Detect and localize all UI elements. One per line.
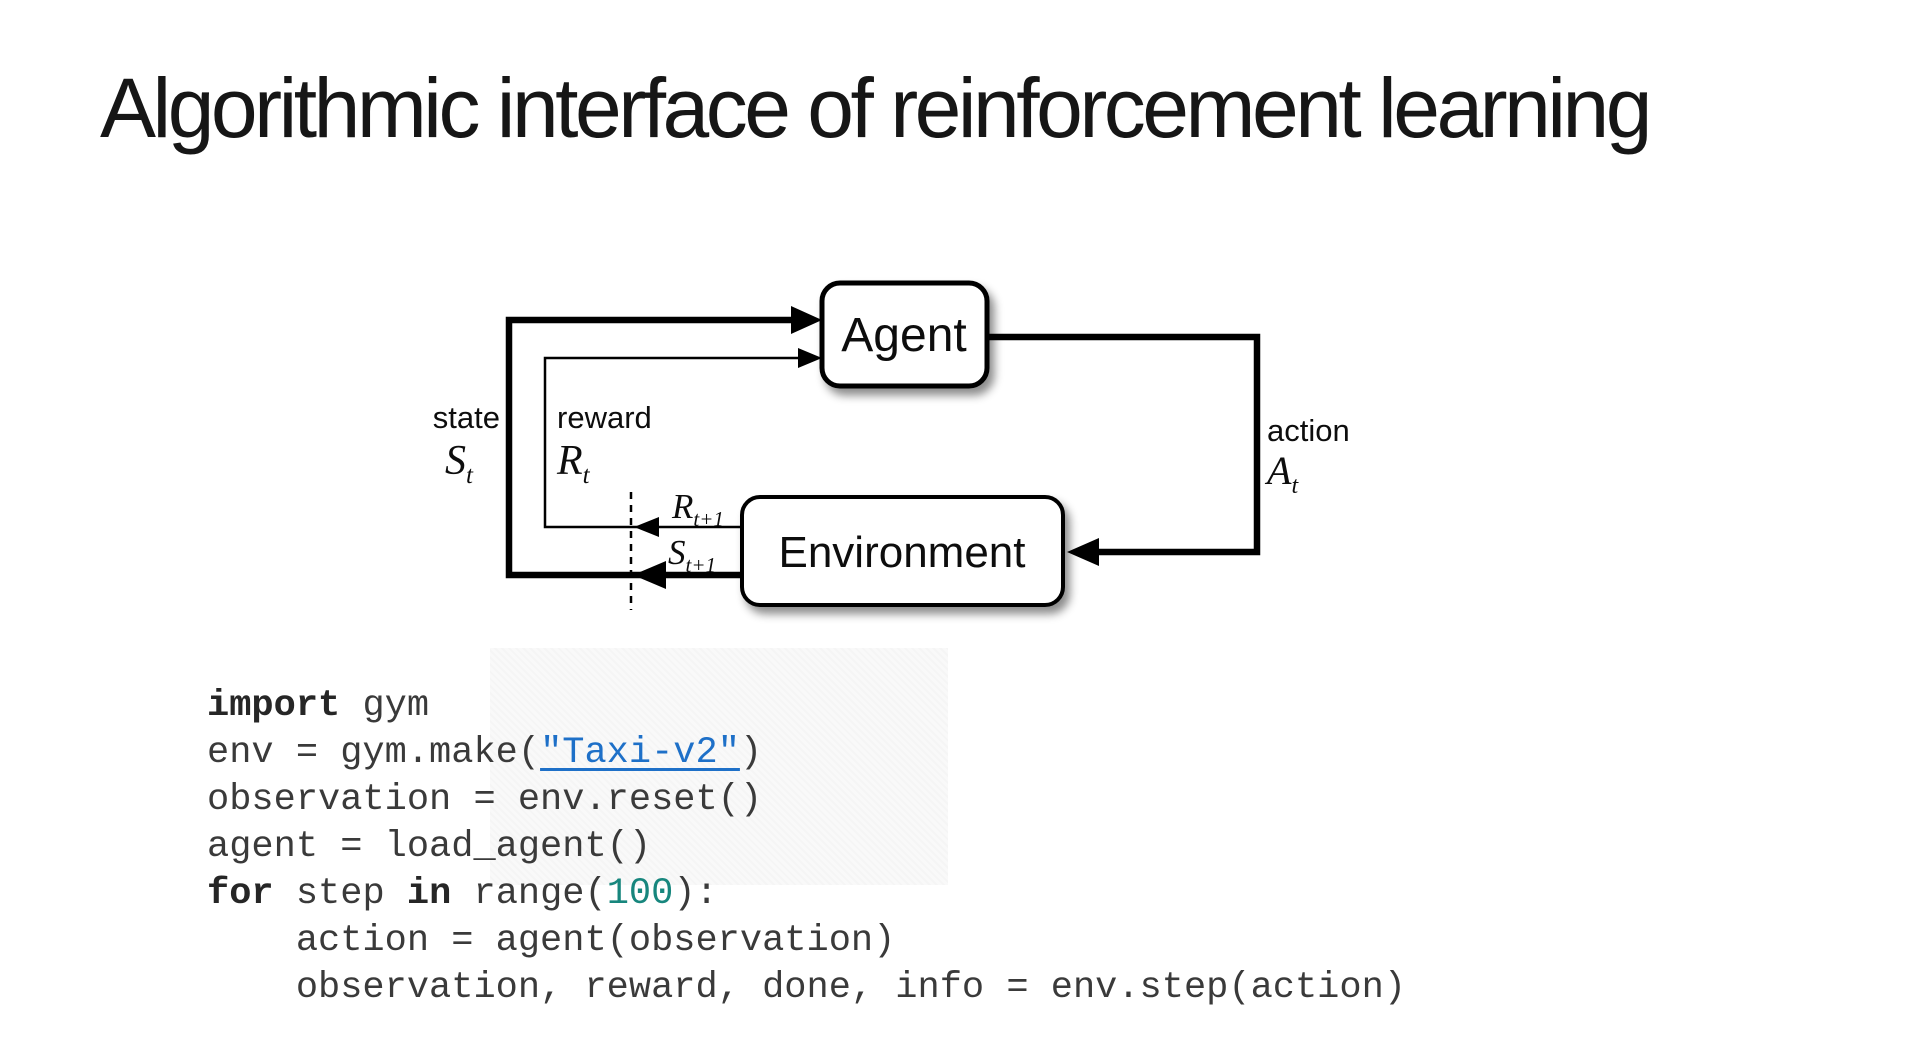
reward-label: reward bbox=[557, 400, 652, 435]
next-state-arrowhead-icon bbox=[633, 561, 666, 589]
environment-box-label: Environment bbox=[778, 528, 1025, 577]
code-token: env = gym.make( bbox=[207, 732, 541, 774]
next-reward-symbol: Rt+1 bbox=[671, 487, 724, 531]
state-arrowhead-into-agent-icon bbox=[791, 306, 822, 334]
code-line: observation = env.reset() bbox=[207, 777, 1406, 824]
code-token: ): bbox=[673, 873, 718, 915]
code-token: gym bbox=[340, 685, 430, 727]
reward-symbol-base: R bbox=[556, 438, 583, 484]
code-token: 100 bbox=[606, 873, 674, 915]
state-loop-line bbox=[505, 316, 796, 579]
action-symbol: At bbox=[1264, 448, 1299, 499]
agent-box bbox=[819, 280, 990, 389]
code-token: observation, reward, done, info = env.st… bbox=[207, 967, 1406, 1009]
state-symbol-base: S bbox=[445, 438, 466, 484]
reward-symbol: Rt bbox=[556, 438, 591, 489]
agent-box-label: Agent bbox=[841, 309, 966, 362]
code-token: action = agent(observation) bbox=[207, 920, 896, 962]
code-line: agent = load_agent() bbox=[207, 824, 1406, 871]
paste-artifact-background bbox=[490, 648, 948, 885]
state-label: state bbox=[433, 400, 500, 435]
code-token: agent = load_agent() bbox=[207, 826, 652, 868]
action-arrowhead-into-environment-icon bbox=[1067, 538, 1099, 566]
environment-box bbox=[740, 495, 1065, 607]
state-symbol: St bbox=[445, 438, 474, 489]
code-token: ) bbox=[739, 732, 763, 774]
code-line: action = agent(observation) bbox=[207, 918, 1406, 965]
action-symbol-base: A bbox=[1264, 448, 1292, 493]
code-token: observation = env.reset() bbox=[207, 779, 763, 821]
code-token: in bbox=[406, 873, 452, 915]
slide-title: Algorithmic interface of reinforcement l… bbox=[100, 61, 1652, 155]
action-symbol-sub: t bbox=[1291, 473, 1299, 499]
state-symbol-sub: t bbox=[466, 462, 474, 489]
action-loop-line bbox=[987, 333, 1261, 556]
next-reward-symbol-sub: t+1 bbox=[693, 507, 724, 531]
reward-arrowhead-into-agent-icon bbox=[798, 348, 822, 368]
next-state-symbol: St+1 bbox=[668, 533, 716, 577]
code-line: import gym bbox=[207, 683, 1406, 730]
next-reward-arrowhead-icon bbox=[634, 517, 659, 537]
code-token: step bbox=[273, 873, 407, 915]
reward-symbol-sub: t bbox=[583, 462, 591, 489]
next-reward-symbol-base: R bbox=[671, 487, 693, 526]
code-token: import bbox=[207, 685, 341, 727]
code-token: range( bbox=[451, 873, 607, 915]
code-token: for bbox=[207, 873, 274, 915]
code-line: observation, reward, done, info = env.st… bbox=[207, 965, 1406, 1012]
next-state-symbol-base: S bbox=[668, 533, 686, 572]
code-line: env = gym.make("Taxi-v2") bbox=[207, 730, 1406, 777]
action-label: action bbox=[1267, 413, 1350, 448]
code-line: for step in range(100): bbox=[207, 871, 1406, 918]
next-state-symbol-sub: t+1 bbox=[686, 553, 717, 577]
taxi-v2-link[interactable]: "Taxi-v2" bbox=[540, 732, 740, 774]
